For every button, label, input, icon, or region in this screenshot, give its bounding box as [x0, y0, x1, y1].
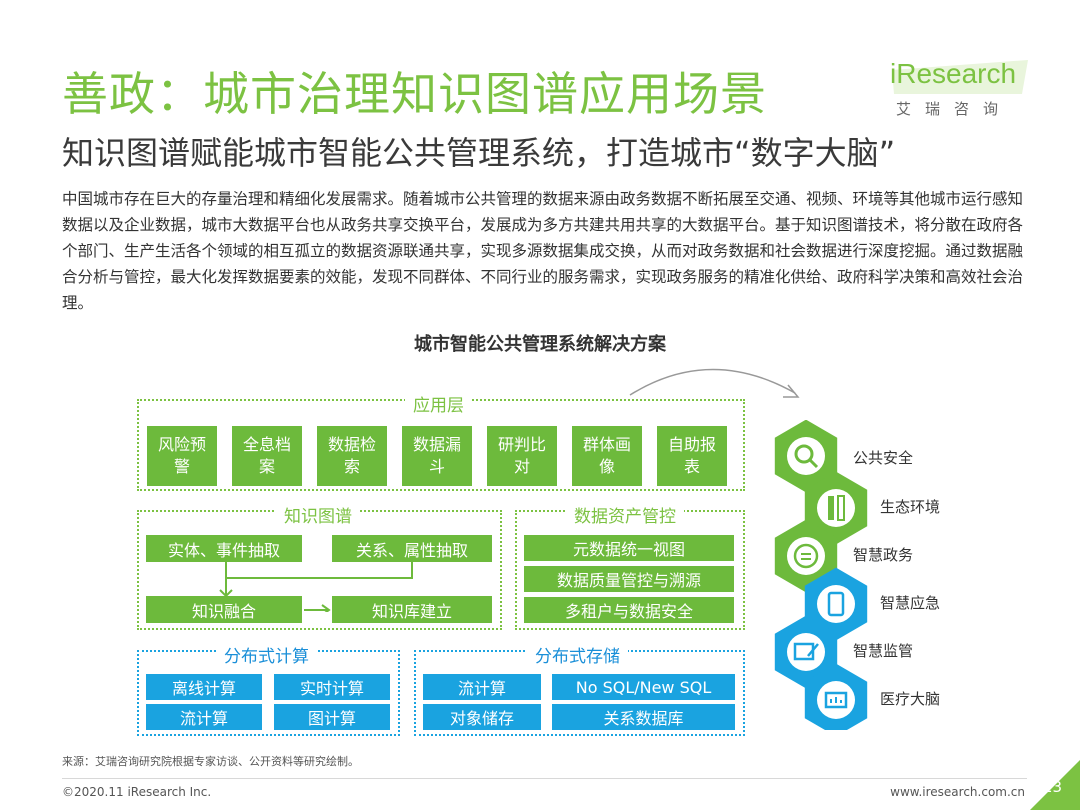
hexagon-ecology [804, 471, 868, 545]
website-link[interactable]: www.iresearch.com.cn [890, 785, 1025, 799]
hexagon-gov-affairs [774, 519, 838, 593]
realtime-compute-box: 实时计算 [274, 674, 390, 700]
scenario-label-ecology: 生态环境 [880, 498, 941, 516]
relational-db-box: 关系数据库 [552, 704, 735, 730]
footer-divider [62, 778, 1027, 779]
logo-word: iResearch [890, 58, 1017, 89]
knowledge-fusion-box: 知识融合 [146, 596, 302, 623]
kb-build-box: 知识库建立 [332, 596, 492, 623]
source-note: 来源：艾瑞咨询研究院根据专家访谈、公开资料等研究绘制。 [62, 755, 359, 768]
data-quality-box: 数据质量管控与溯源 [524, 566, 734, 592]
nosql-newsql-box: No SQL/New SQL [552, 674, 735, 700]
hexagon-medical-brain [804, 663, 868, 730]
hexagon-supervision [774, 615, 838, 689]
storage-stream-box: 流计算 [423, 674, 541, 700]
application-layer-title: 应用层 [405, 391, 472, 416]
page-corner-triangle-icon [1030, 760, 1080, 810]
tablet-icon [827, 591, 845, 617]
stream-compute-box: 流计算 [146, 704, 262, 730]
scenario-label-medical-brain: 医疗大脑 [880, 690, 941, 708]
chat-bubble-icon [793, 543, 819, 569]
knowledge-flow-arrows-icon [219, 562, 413, 612]
scenario-label-supervision: 智慧监管 [853, 642, 914, 660]
monitor-chart-icon [824, 691, 848, 709]
object-storage-box: 对象储存 [423, 704, 541, 730]
logo-swoosh-icon [892, 60, 1028, 94]
hexagon-public-safety [774, 420, 838, 493]
distributed-compute-title: 分布式计算 [216, 642, 317, 667]
multi-tenant-security-box: 多租户与数据安全 [524, 597, 734, 623]
scenario-label-gov-affairs: 智慧政务 [853, 546, 914, 564]
data-asset-title: 数据资产管控 [566, 502, 684, 527]
app-item-group-portrait: 群体画像 [572, 426, 642, 486]
entity-extraction-box: 实体、事件抽取 [146, 535, 302, 562]
logo-cn: 艾瑞咨询 [896, 100, 1013, 118]
hexagon-emergency [804, 567, 868, 641]
page-title: 善政：城市治理知识图谱应用场景 [62, 67, 767, 121]
metadata-view-box: 元数据统一视图 [524, 535, 734, 561]
distributed-storage-title: 分布式存储 [527, 642, 628, 667]
app-item-risk-warning: 风险预警 [147, 426, 217, 486]
graph-compute-box: 图计算 [274, 704, 390, 730]
curved-arrow-icon [629, 368, 800, 398]
diagram-title: 城市智能公共管理系统解决方案 [414, 334, 666, 355]
app-item-analysis-compare: 研判比对 [487, 426, 557, 486]
app-item-holographic-archive: 全息档案 [232, 426, 302, 486]
offline-compute-box: 离线计算 [146, 674, 262, 700]
page-number: 23 [1043, 778, 1063, 796]
ruler-pencil-icon [828, 496, 834, 520]
scenario-hexagons [774, 420, 868, 730]
knowledge-graph-title: 知识图谱 [276, 502, 360, 527]
app-item-data-funnel: 数据漏斗 [402, 426, 472, 486]
relation-extraction-box: 关系、属性抽取 [332, 535, 492, 562]
app-item-self-report: 自助报表 [657, 426, 727, 486]
copyright: ©2020.11 iResearch Inc. [62, 785, 212, 799]
scenario-label-public-safety: 公共安全 [853, 449, 914, 467]
page-subtitle: 知识图谱赋能城市智能公共管理系统，打造城市“数字大脑” [62, 134, 896, 172]
scenario-label-emergency: 智慧应急 [880, 594, 941, 612]
app-item-data-search: 数据检索 [317, 426, 387, 486]
search-icon [794, 444, 814, 464]
intro-paragraph: 中国城市存在巨大的存量治理和精细化发展需求。随着城市公共管理的数据来源由政务数据… [62, 190, 1024, 312]
iresearch-logo: iResearch 艾瑞咨询 [890, 58, 1030, 128]
